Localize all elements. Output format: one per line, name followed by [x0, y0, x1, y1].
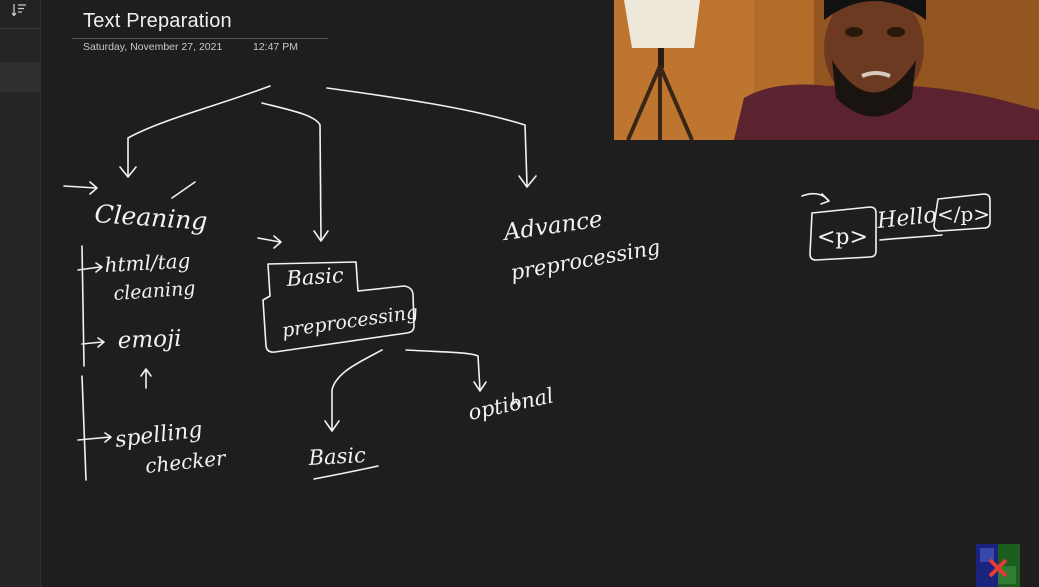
- text-advance-preprocessing: preprocessing: [509, 235, 662, 285]
- webcam-overlay: [614, 0, 1039, 140]
- text-preprocessing-1: preprocessing: [281, 301, 420, 342]
- sort-icon[interactable]: [11, 3, 27, 17]
- presenter-video: [614, 0, 1039, 140]
- branch-left: [127, 85, 271, 177]
- tag-open-box: [809, 206, 877, 261]
- cleaning-bullet-line: [81, 245, 85, 367]
- tag-close-box: [933, 193, 991, 232]
- channel-logo-icon: [976, 544, 1020, 587]
- text-basic-2: Basic: [307, 443, 367, 470]
- text-hello: Hello: [875, 203, 938, 234]
- rail-separator: [0, 28, 40, 29]
- text-spelling: spelling: [114, 417, 204, 453]
- rail-selected-page[interactable]: [0, 62, 40, 92]
- page-time: 12:47 PM: [253, 41, 298, 53]
- text-optional: optional: [466, 383, 556, 424]
- text-tag-open: <p>: [817, 225, 868, 250]
- text-basic-1: Basic: [285, 263, 345, 291]
- branch-middle: [261, 102, 322, 241]
- page-date: Saturday, November 27, 2021: [83, 41, 223, 53]
- title-underline: [72, 38, 328, 39]
- text-checker: checker: [144, 446, 228, 478]
- text-emoji: emoji: [117, 326, 182, 354]
- text-html-tag: html/tag: [104, 249, 191, 277]
- basic-preprocessing-box: [262, 261, 415, 353]
- page-title[interactable]: Text Preparation: [83, 10, 232, 32]
- text-html-tag-cleaning: cleaning: [113, 277, 196, 305]
- branch-right: [326, 87, 528, 186]
- text-advance: Advance: [500, 206, 604, 246]
- text-cleaning: Cleaning: [94, 199, 209, 236]
- left-rail: [0, 0, 41, 587]
- text-tag-close: </p>: [937, 202, 990, 226]
